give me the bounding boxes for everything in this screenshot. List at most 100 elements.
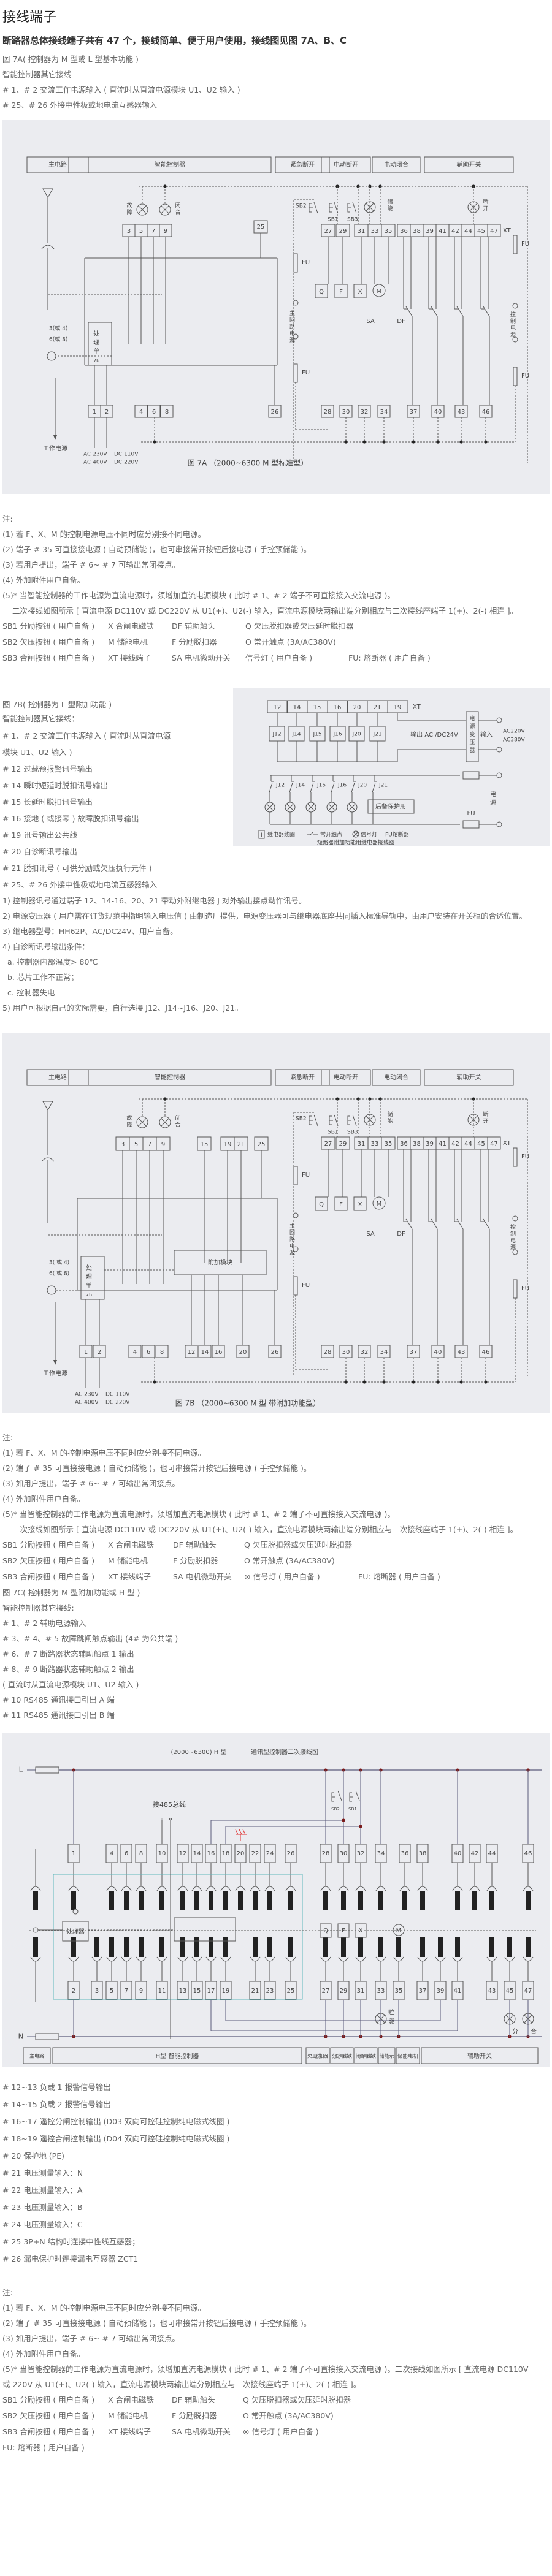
terminal-ring: [293, 333, 299, 340]
text-line: # 10 RS485 通讯接口引出 A 端: [2, 1695, 115, 1704]
note-item: (1) 若 F、X、M 的控制电源电压不同时应分别接不同电源。: [2, 530, 206, 539]
note-item: 或 220V 从 U1(+)、U2(-) 输入，直流电源模块两输出端分别相应与二…: [2, 2380, 361, 2389]
text-line: # 22 电压测量输入：A: [2, 2186, 83, 2195]
legend-item: Q 欠压脱扣器或欠压延时脱扣器: [245, 621, 354, 631]
relay-label: J15: [312, 732, 321, 738]
output-label: 输出 AC /DC24V: [410, 731, 458, 739]
lamp-label: 合: [531, 2027, 537, 2035]
legend-item: Q 欠压脱扣器或欠压延时脱扣器: [244, 1540, 353, 1549]
legend-item: DF 辅助触头: [172, 621, 215, 631]
coil-label: X: [359, 1928, 363, 1934]
terminal-number: 42: [451, 1141, 459, 1147]
junction-dot: [163, 1097, 167, 1101]
connector-pin: [109, 1891, 114, 1910]
terminal-number: 5: [139, 228, 143, 235]
terminal-number: 27: [322, 1988, 330, 1994]
connector-pin: [159, 1937, 164, 1957]
text-line: # 3、# 4、# 5 故障跳闸触点输出 (4# 为公共端 ): [2, 1634, 178, 1643]
connector-icon: [220, 1886, 231, 1891]
connector-icon: [469, 1886, 480, 1891]
text-line: ( 直流时从直流电源模块 U1、U2 输入 ): [2, 1680, 139, 1689]
text-line: # 25、# 26 外接中性极或地电流互感器输入: [2, 880, 158, 889]
terminal-ring: [293, 300, 299, 306]
terminal-number: 25: [258, 1141, 266, 1148]
note-item: a. 控制器内部温度> 80℃: [7, 957, 98, 967]
text-line: # 21 脱扣讯号 ( 可供分励或欠压执行元件 ): [2, 864, 152, 873]
legend-row: FU: 熔断器 ( 用户自备 ): [2, 2440, 550, 2456]
connector-pin: [323, 1937, 328, 1957]
connector-icon: [30, 1956, 41, 1962]
text-line: # 16~17 遥控分闸控制输出 (D03 双向可控硅控制纯电磁式线圈 ): [2, 2117, 230, 2126]
button-label: SB2: [296, 203, 307, 210]
legend-j: J: [260, 832, 262, 838]
fuse-icon: [462, 771, 480, 780]
notes-7c: 注:(1) 若 F、X、M 的控制电源电压不同时应分别接不同电源。(2) 端子 …: [2, 2285, 550, 2456]
terminal-number: 1: [93, 409, 96, 416]
motor-label: M: [377, 288, 382, 295]
fuse-icon: [513, 1279, 518, 1299]
terminal-number: 46: [524, 1850, 532, 1857]
connector-icon: [355, 1886, 366, 1891]
terminal-number: 36: [401, 1850, 409, 1857]
signal-lamp-icon: [159, 1116, 171, 1128]
processing-unit-label: 处理单元: [86, 1264, 92, 1297]
connector-pin: [209, 1937, 213, 1957]
page-title: 接线端子: [2, 10, 57, 25]
signal-lamp-icon: [136, 1116, 148, 1128]
contact-label: J16: [337, 783, 347, 789]
legend-item: DF 辅助触头: [172, 2395, 215, 2404]
legend-item: SB2 欠压按钮 ( 用户自备 ): [2, 1556, 95, 1565]
legend-item: 信号灯 ( 用户自备 ): [245, 653, 313, 663]
connector-icon: [136, 1956, 147, 1962]
note-item: 二次接线如图所示 [ 直流电源 DC110V 或 DC220V 从 U1(+)、…: [12, 1525, 518, 1534]
notes-7b-main: 注:(1) 若 F、X、M 的控制电源电压不同时应分别接不同电源。(2) 端子 …: [2, 1430, 550, 1585]
legend-item: FU: 熔断器 ( 用户自备 ): [2, 2443, 85, 2452]
supply-label: DC 220V: [114, 460, 139, 466]
section-7c-more: # 12~13 负载 1 报警信号输出# 14~15 负载 2 报警信号输出# …: [2, 2079, 550, 2268]
terminal-number: 12: [179, 1850, 187, 1857]
signal-lamp-icon: [264, 802, 275, 813]
notes-heading: 注:: [2, 1433, 13, 1442]
terminal-number: 2: [105, 409, 109, 416]
connector-icon: [191, 1886, 202, 1891]
coil-box: [334, 284, 348, 298]
terminal-number: 20: [237, 1850, 245, 1857]
legend-item: 继电器线圈: [267, 831, 295, 838]
terminal-number: 39: [437, 1988, 445, 1994]
main-circuit-arrow-icon: [42, 188, 53, 199]
terminal-number: 37: [410, 1349, 418, 1356]
text-line: 模块 U1、U2 输入 ): [2, 748, 72, 757]
signal-lamp-icon: [504, 2013, 516, 2025]
figure-caption: 图 7B （2000~6300 M 型 带附加功能型）: [175, 1399, 320, 1408]
terminal-ring: [161, 1818, 163, 1820]
connector-icon: [156, 1886, 167, 1891]
junction-dot: [459, 440, 463, 444]
bus-label: 接485总线: [153, 1800, 186, 1809]
terminal-number: 2: [98, 1349, 101, 1356]
fuse-icon: [462, 820, 480, 829]
page-subtitle: 断路器总体接线端子共有 47 个，接线简单、便于用户使用，接线图见图 7A、B、…: [2, 35, 347, 46]
terminal-number: 21: [237, 1141, 245, 1148]
connector-pin: [124, 1891, 129, 1910]
wire: [289, 782, 293, 793]
contact-label: J20: [358, 783, 367, 789]
terminal-number: 5: [110, 1988, 113, 1994]
fuse-icon: [293, 1276, 298, 1296]
relay-label: J21: [372, 732, 381, 738]
header-box: [424, 1069, 514, 1086]
fuse-label: FU: [521, 373, 529, 379]
legend-item: XT 接线端子: [108, 653, 151, 663]
sb3-button-icon: [347, 202, 357, 214]
connector-icon: [205, 1886, 217, 1891]
terminal-number: 40: [434, 409, 442, 416]
connector-icon: [285, 1886, 296, 1891]
connector-icon: [320, 1956, 331, 1962]
terminal-number: 15: [193, 1988, 201, 1994]
terminal-number: 16: [207, 1850, 215, 1857]
signal-lamp-icon: [352, 830, 359, 838]
wire: [351, 782, 355, 793]
legend-item: M 储能电机: [108, 2411, 148, 2420]
coil-label: F: [339, 289, 343, 295]
